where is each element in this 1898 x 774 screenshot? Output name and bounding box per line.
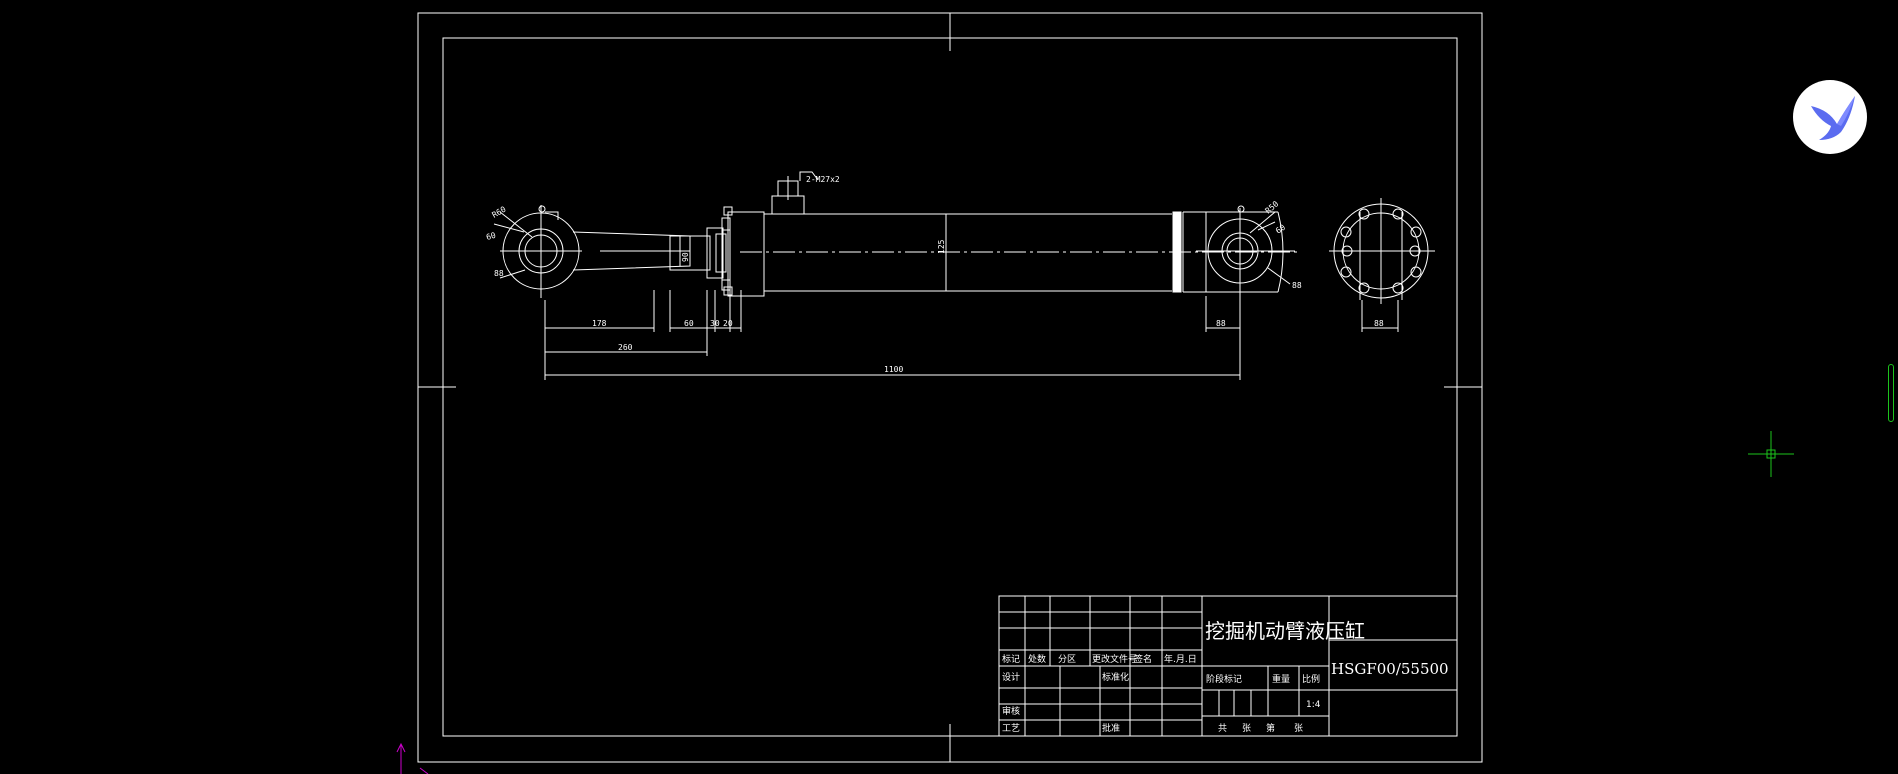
dim-cap-eye: 88: [1216, 319, 1226, 328]
cylinder-end-view: [1329, 198, 1435, 304]
rev-label-5: 签名: [1134, 653, 1152, 665]
dim-flange-b: 20: [723, 319, 733, 328]
scroll-handle[interactable]: [1888, 364, 1894, 422]
weight-label: 重量: [1272, 673, 1290, 685]
dim-nut-width: 60: [684, 319, 694, 328]
crosshair-cursor-icon: [1748, 431, 1794, 477]
dim-neck-right: 88: [1292, 281, 1302, 290]
dim-end-view-width: 88: [1374, 319, 1384, 328]
rev-label-6: 年.月.日: [1164, 653, 1197, 665]
drawing-title: 挖掘机动臂液压缸: [1205, 619, 1365, 643]
dim-total-length: 1100: [884, 365, 903, 374]
cylinder-main-view: [493, 171, 1300, 298]
rev-label-4: 更改文件号: [1092, 653, 1137, 665]
dim-pin-right: 60: [1274, 223, 1287, 236]
dim-pin-left: 60: [485, 231, 497, 242]
centering-marks: [418, 13, 1482, 762]
process-label: 工艺: [1002, 723, 1020, 734]
approve-label: 批准: [1102, 722, 1120, 734]
standardization-label: 标准化: [1102, 671, 1129, 683]
rev-label-2: 处数: [1028, 653, 1046, 665]
ucs-axis-icon: [396, 742, 429, 774]
rev-label-3: 分区: [1058, 654, 1076, 665]
bird-logo-icon[interactable]: [1793, 80, 1867, 154]
sheet-no-label: 第: [1266, 722, 1275, 734]
dim-rod-eye-to-nut: 178: [592, 319, 607, 328]
drawing-scale: 1:4: [1306, 700, 1321, 710]
sheet-no-unit: 张: [1294, 723, 1303, 734]
rev-label-1: 标记: [1002, 653, 1020, 665]
check-label: 审核: [1002, 705, 1020, 717]
scale-label: 比例: [1302, 673, 1320, 685]
dim-rod-eye-to-flange: 260: [618, 343, 633, 352]
title-block: [998, 595, 1458, 737]
dim-flange-a: 30: [710, 319, 720, 328]
bird-logo-graphic: [1811, 96, 1855, 140]
dim-bore: 125: [937, 239, 946, 254]
dim-eye-radius-left: R60: [491, 205, 508, 220]
dim-rod-dia: 90: [681, 252, 690, 262]
drawing-number: HSGF00/55500: [1331, 660, 1449, 678]
sheet-total-label: 共: [1218, 723, 1227, 734]
dimension-lines: [544, 217, 1399, 380]
stage-label: 阶段标记: [1206, 673, 1242, 685]
dim-neck-left: 88: [494, 269, 504, 278]
port-callout: 2-M27x2: [806, 175, 840, 184]
design-label: 设计: [1002, 671, 1020, 683]
sheet-total-unit: 张: [1242, 723, 1251, 734]
outer-frame: [417, 12, 1483, 763]
